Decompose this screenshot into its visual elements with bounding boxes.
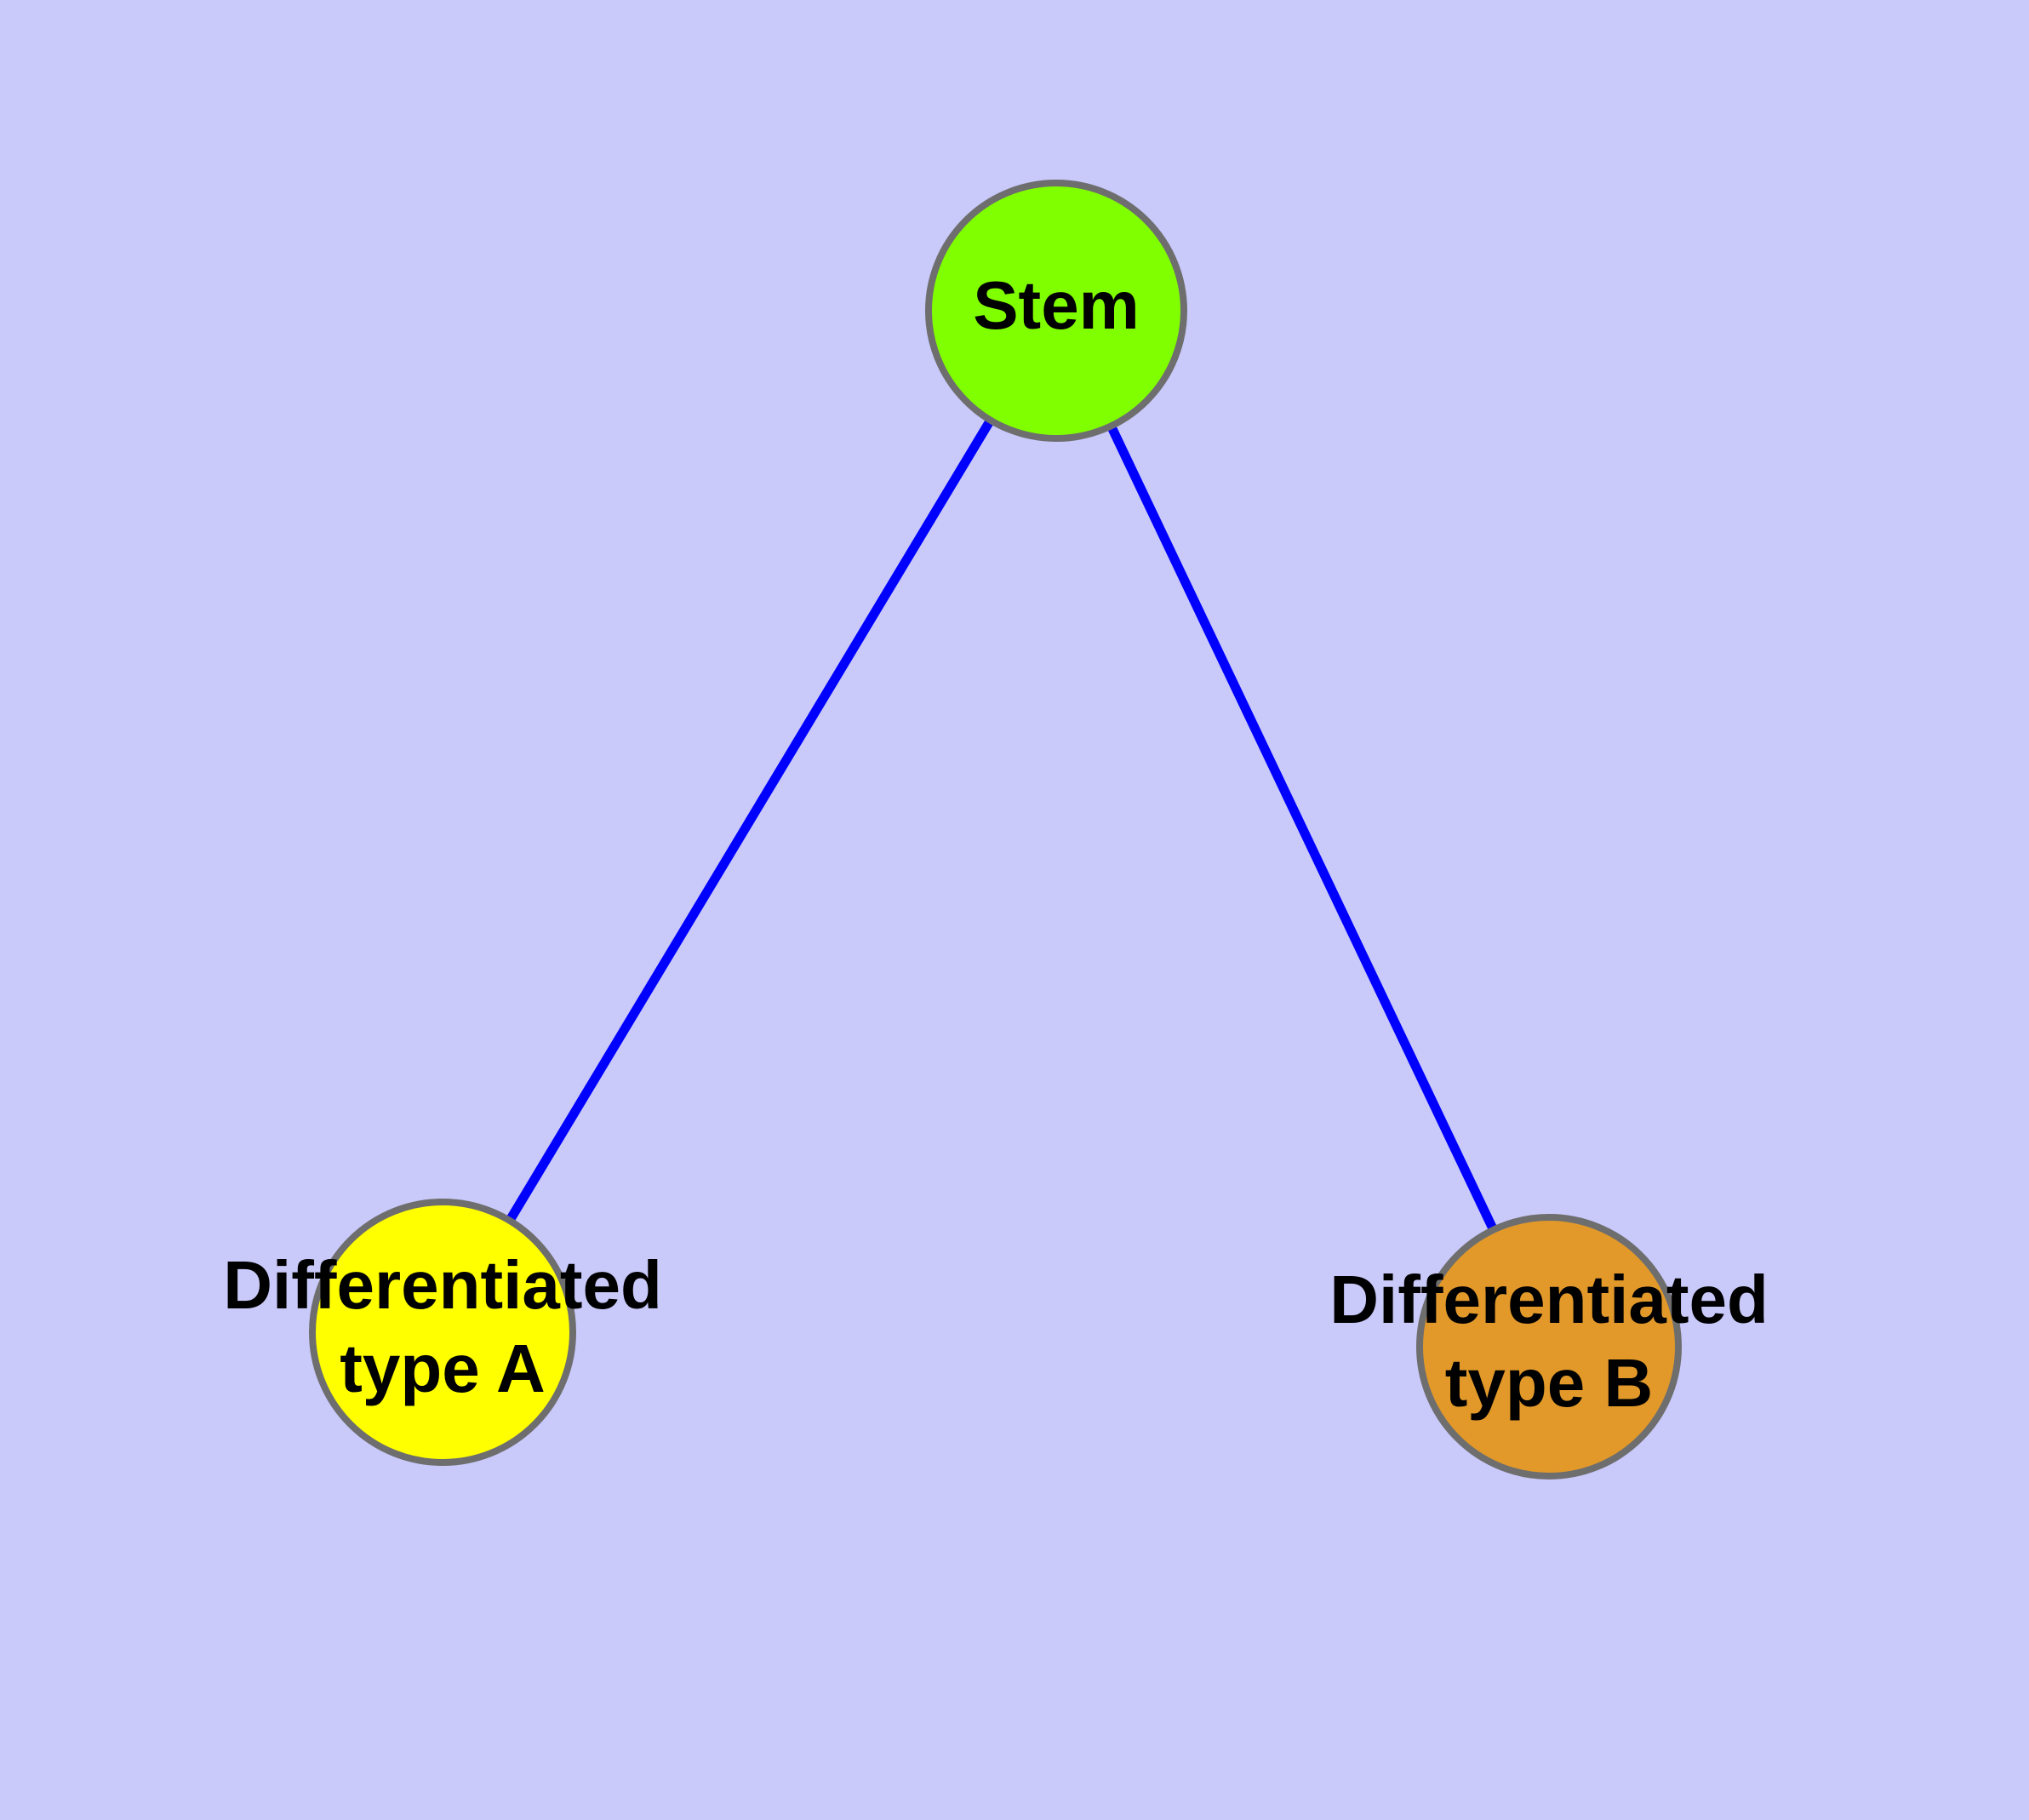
edge-stem-to-diff_b[interactable]: [1107, 425, 1497, 1231]
edges-group: [506, 419, 1497, 1231]
node-label-line: Differentiated: [223, 1247, 662, 1323]
node-diff_a[interactable]: [309, 1199, 576, 1466]
node-label-diff_b: Differentiated type B: [1329, 1262, 1769, 1421]
node-label-line: type A: [340, 1331, 546, 1406]
nodes-group: [309, 180, 1682, 1479]
node-label-diff_a: Differentiated type A: [223, 1247, 662, 1406]
node-label-stem: Stem: [973, 267, 1140, 343]
node-label-line: Stem: [973, 267, 1140, 343]
node-diff_b[interactable]: [1416, 1214, 1682, 1479]
node-stem[interactable]: [925, 180, 1187, 442]
node-label-line: type B: [1445, 1345, 1654, 1421]
node-label-line: Differentiated: [1329, 1262, 1769, 1337]
edge-stem-to-diff_a[interactable]: [506, 419, 994, 1222]
